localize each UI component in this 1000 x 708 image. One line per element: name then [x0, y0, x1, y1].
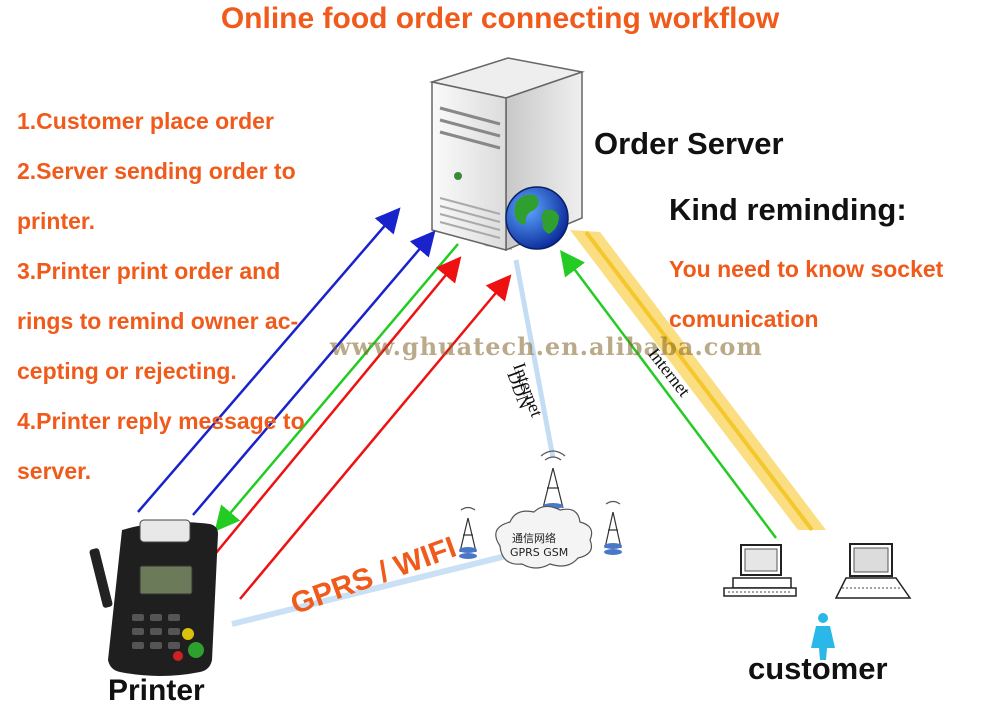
printer-label: Printer: [108, 674, 205, 707]
cell-tower-icon: [459, 450, 622, 553]
step-line: cepting or rejecting.: [17, 358, 237, 384]
arrow-blue-outer: [137, 207, 401, 513]
arrow-green-printer: [214, 243, 459, 532]
step-line: rings to remind owner ac-: [17, 308, 299, 334]
globe-icon: [505, 186, 569, 250]
printer-gprs-link: [231, 552, 511, 627]
customer-internet-link: [570, 230, 826, 532]
kind-reminding-line: You need to know socket: [669, 256, 944, 282]
cloud-icon: [495, 505, 593, 569]
arrow-green-customer: [560, 250, 777, 539]
arrow-red-lower: [239, 274, 512, 600]
step-line: printer.: [17, 208, 95, 234]
pos-printer-icon: [89, 519, 218, 676]
customer-label: customer: [748, 651, 888, 686]
desktop-computer-icon: [723, 544, 797, 597]
step-line: 1.Customer place order: [17, 108, 274, 134]
step-line: 2.Server sending order to: [17, 158, 296, 184]
kind-reminding-title: Kind reminding:: [669, 192, 907, 227]
server-label: Order Server: [594, 126, 784, 161]
ddn-internet-link: [513, 259, 556, 459]
step-line: 4.Printer reply message to: [17, 408, 305, 434]
step-line: 3.Printer print order and: [17, 258, 281, 284]
cloud-label-gprs: GPRS GSM: [510, 546, 569, 559]
step-line: server.: [17, 458, 92, 484]
kind-reminding-line: comunication: [669, 306, 819, 332]
laptop-icon: [834, 543, 912, 599]
watermark-text: www.ghuatech.en.alibaba.com: [330, 332, 763, 361]
page-title: Online food order connecting workflow: [220, 2, 780, 35]
cloud-label-network: 通信网络: [512, 532, 556, 545]
arrow-blue-inner: [192, 230, 436, 516]
arrow-red-upper: [215, 256, 462, 554]
person-icon: [811, 613, 835, 660]
